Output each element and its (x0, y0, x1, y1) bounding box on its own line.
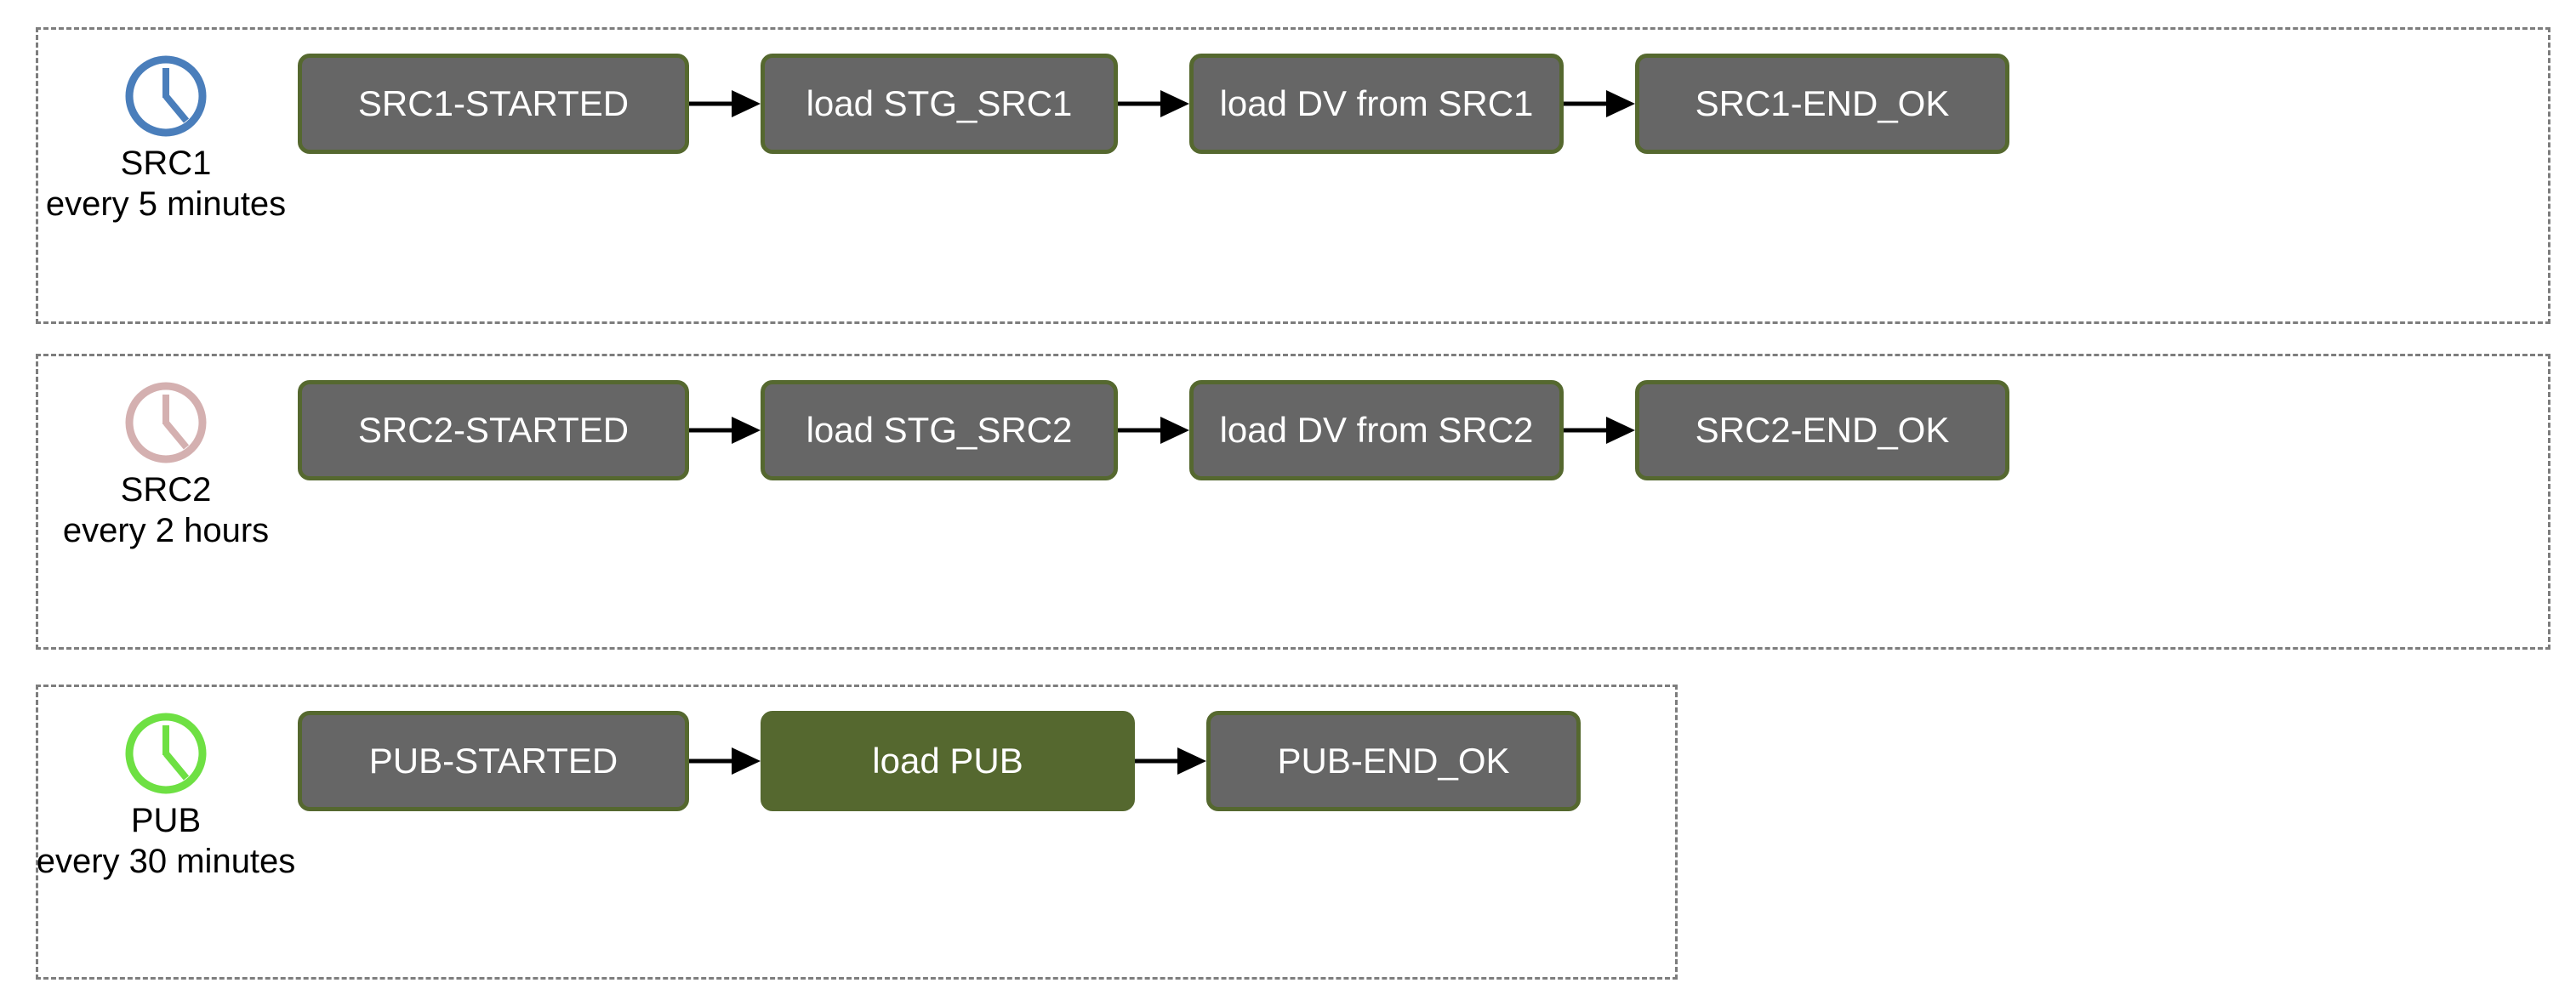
task-node[interactable]: SRC1-END_OK (1635, 54, 2009, 154)
task-node[interactable]: load STG_SRC2 (761, 380, 1118, 480)
arrow-icon (1564, 417, 1635, 444)
arrow-icon (689, 90, 761, 117)
clock-icon (125, 55, 207, 137)
arrow-icon (1564, 90, 1635, 117)
task-node[interactable]: load DV from SRC1 (1189, 54, 1564, 154)
clock-icon (125, 382, 207, 463)
task-node[interactable]: SRC1-STARTED (298, 54, 689, 154)
task-chain-pub: PUB-STARTED load PUB PUB-END_OK (298, 711, 1581, 811)
task-node[interactable]: load DV from SRC2 (1189, 380, 1564, 480)
arrow-icon (689, 747, 761, 775)
schedule-name: PUB (130, 802, 202, 839)
clock-icon (125, 713, 207, 794)
arrow-icon (1118, 90, 1189, 117)
schedule-name: SRC1 (120, 145, 212, 182)
schedule-interval: every 30 minutes (36, 843, 296, 880)
schedule-interval: every 2 hours (62, 512, 270, 549)
arrow-icon (1118, 417, 1189, 444)
task-node[interactable]: load PUB (761, 711, 1135, 811)
arrow-icon (1135, 747, 1206, 775)
task-chain-src1: SRC1-STARTED load STG_SRC1 load DV from SR… (298, 54, 2009, 154)
task-chain-src2: SRC2-STARTED load STG_SRC2 load DV from SR… (298, 380, 2009, 480)
arrow-icon (689, 417, 761, 444)
task-node[interactable]: SRC2-STARTED (298, 380, 689, 480)
schedule-pub: PUB every 30 minutes (36, 709, 296, 881)
schedule-interval: every 5 minutes (45, 185, 287, 223)
task-node[interactable]: load STG_SRC1 (761, 54, 1118, 154)
task-node[interactable]: SRC2-END_OK (1635, 380, 2009, 480)
task-node[interactable]: PUB-STARTED (298, 711, 689, 811)
schedule-name: SRC2 (120, 471, 212, 509)
task-node[interactable]: PUB-END_OK (1206, 711, 1581, 811)
